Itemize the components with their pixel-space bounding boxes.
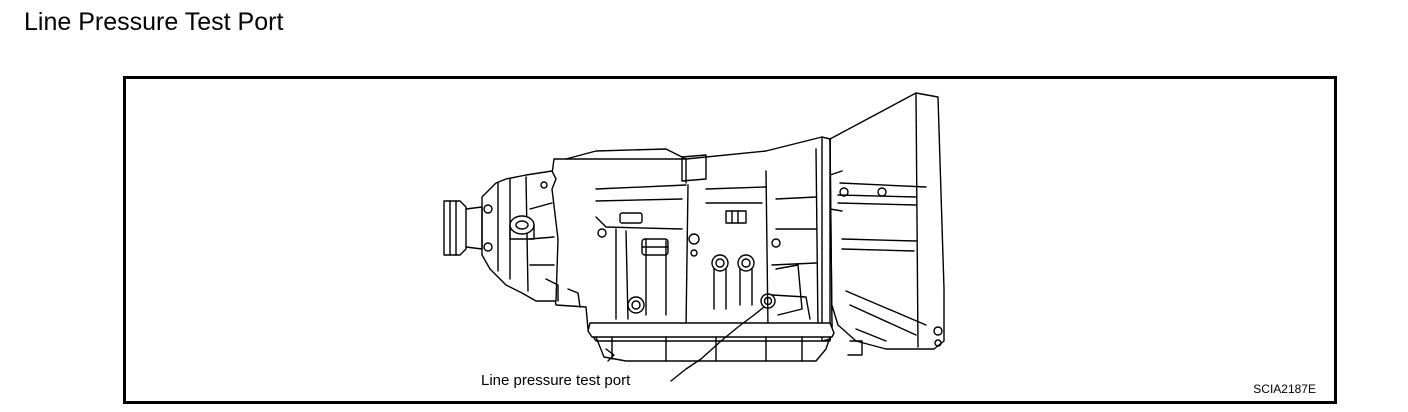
transmission-case <box>545 136 833 342</box>
figure-code: SCIA2187E <box>1253 382 1316 396</box>
callout-label: Line pressure test port <box>481 372 631 389</box>
tailshaft-housing <box>829 92 945 356</box>
figure-frame: Line pressure test port SCIA2187E <box>123 76 1337 404</box>
page-title: Line Pressure Test Port <box>24 8 284 36</box>
test-port <box>760 293 776 309</box>
bell-housing <box>443 170 581 308</box>
oil-pan <box>587 322 835 362</box>
callout-leader <box>670 306 765 382</box>
transmission-illustration <box>443 92 945 382</box>
